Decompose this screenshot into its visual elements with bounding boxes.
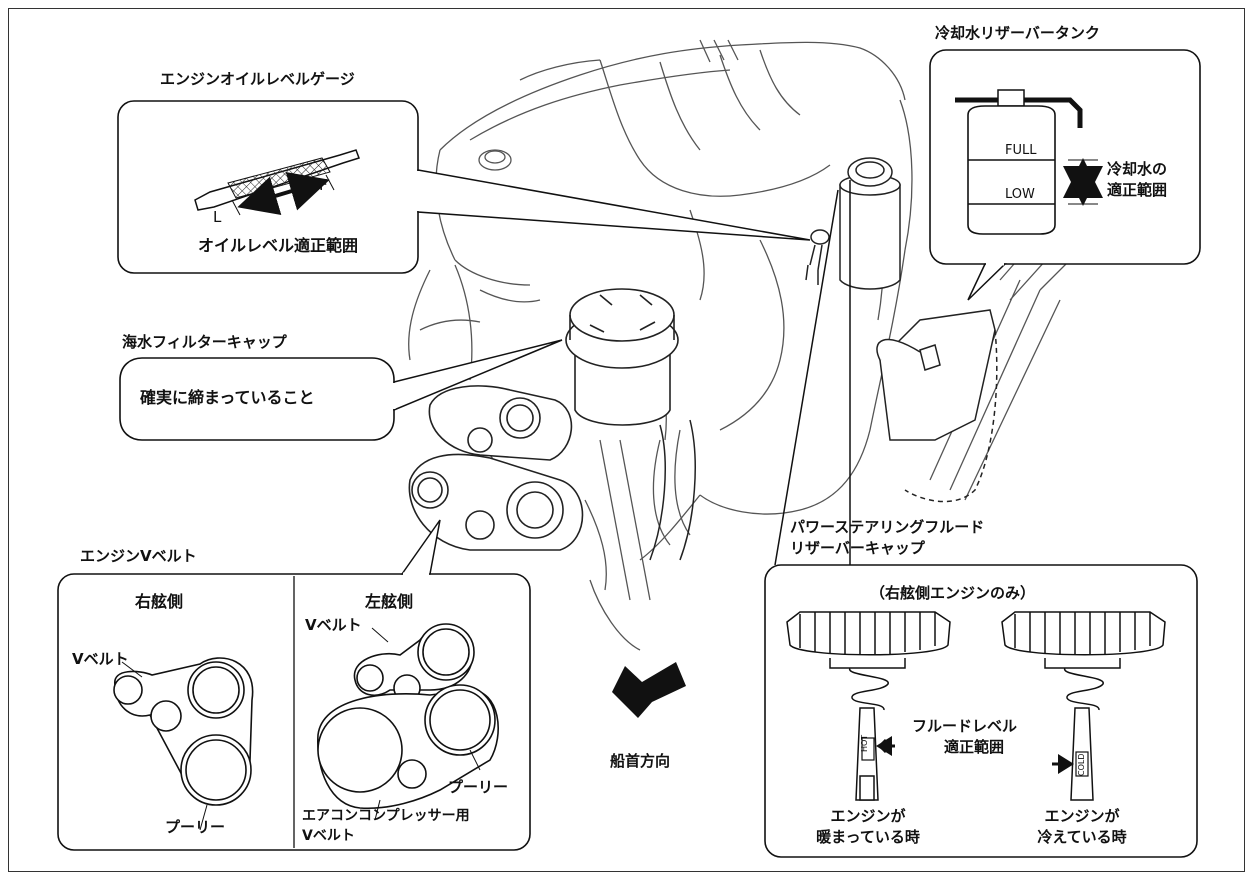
- fluid-range-label-2: 適正範囲: [944, 738, 1005, 756]
- vbelt-ac-label-2: Vベルト: [302, 828, 355, 844]
- cold-engine-label-1: エンジンが: [1044, 807, 1120, 825]
- starboard-belt: [113, 657, 254, 831]
- vbelt-port-belt-label: Vベルト: [305, 616, 362, 634]
- vbelt-port-pulley-label: プーリー: [448, 778, 509, 796]
- warm-engine-label-2: 暖まっている時: [816, 828, 920, 846]
- oil-gauge-mark-f: F: [319, 176, 328, 194]
- ps-reservoir: [839, 157, 901, 290]
- oil-gauge-title: エンジンオイルレベルゲージ: [160, 70, 355, 88]
- coolant-full-mark: FULL: [1005, 143, 1037, 158]
- vbelt-starboard-pulley-label: プーリー: [165, 818, 226, 836]
- cold-mark: COLD: [1077, 753, 1086, 777]
- seawater-filter: [565, 288, 679, 426]
- seawater-filter-note: 確実に締まっていること: [140, 388, 315, 407]
- hot-mark: HOT: [860, 734, 869, 752]
- vbelt-callout: [57, 519, 531, 851]
- coolant-range-label-1: 冷却水の: [1107, 160, 1168, 178]
- vbelt-starboard-belt-label: Vベルト: [72, 650, 129, 668]
- coolant-hose-dashed: [904, 329, 998, 503]
- seawater-filter-title: 海水フィルターキャップ: [122, 333, 287, 351]
- coolant-callout: [929, 49, 1201, 301]
- coolant-tank-title: 冷却水リザーバータンク: [935, 24, 1100, 42]
- warm-engine-label-1: エンジンが: [830, 807, 906, 825]
- figure-frame: [8, 8, 1245, 872]
- vbelt-starboard-header: 右舷側: [135, 592, 184, 611]
- cold-engine-label-2: 冷えている時: [1037, 828, 1127, 846]
- power-steering-title-1: パワーステアリングフルード: [790, 518, 985, 536]
- power-steering-title-2: リザーバーキャップ: [790, 539, 925, 557]
- bow-direction-label: 船首方向: [610, 752, 671, 770]
- vbelt-title: エンジンVベルト: [80, 547, 197, 565]
- vbelt-port-header: 左舷側: [365, 592, 414, 611]
- seawater-callout: [119, 339, 563, 441]
- engine-coolant-tank: [876, 309, 996, 441]
- coolant-low-mark: LOW: [1005, 187, 1035, 202]
- dipstick-handle: [805, 229, 830, 285]
- power-steering-callout: [764, 180, 1198, 858]
- fluid-range-label-1: フルードレベル: [912, 717, 1018, 735]
- coolant-range-label-2: 適正範囲: [1107, 181, 1168, 199]
- port-belt: [317, 623, 499, 821]
- bow-arrow: [612, 662, 686, 718]
- oil-level-range-label: オイルレベル適正範囲: [198, 236, 359, 255]
- engine-belts: [408, 385, 584, 551]
- oil-gauge-mark-l: L: [213, 208, 222, 226]
- vbelt-ac-label-1: エアコンコンプレッサー用: [302, 808, 470, 824]
- power-steering-note: （右舷側エンジンのみ）: [870, 584, 1036, 602]
- oil-gauge-callout: [117, 100, 811, 274]
